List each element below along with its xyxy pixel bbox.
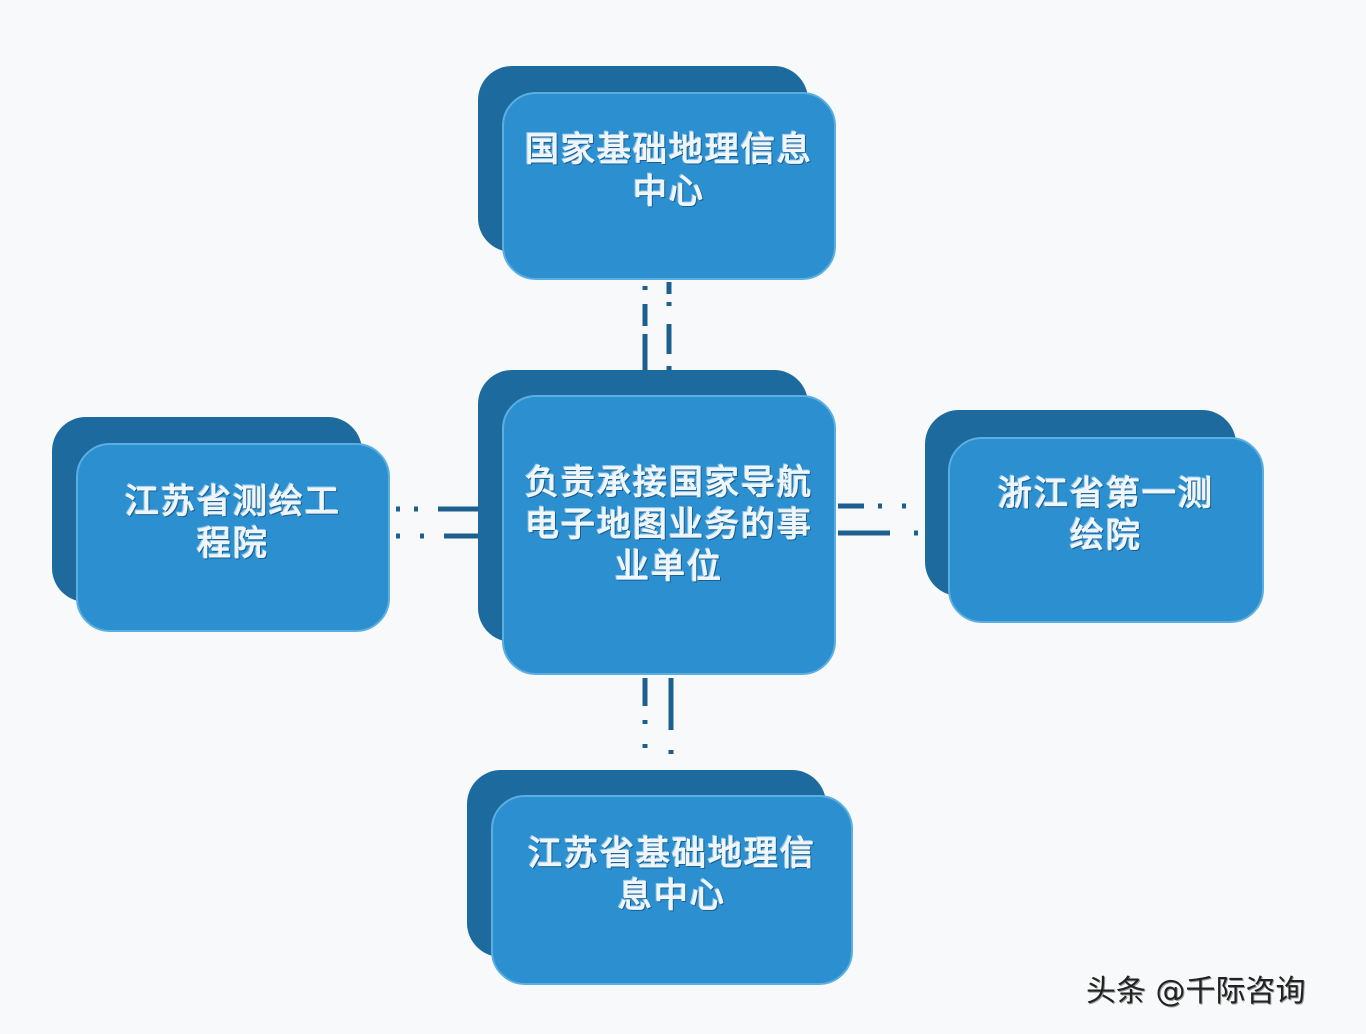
right-node: 浙江省第一测绘院 bbox=[948, 437, 1264, 623]
top-node: 国家基础地理信息中心 bbox=[502, 92, 836, 280]
center-node-label: 负责承接国家导航电子地图业务的事业单位 bbox=[525, 463, 813, 587]
center-node: 负责承接国家导航电子地图业务的事业单位 bbox=[502, 395, 836, 675]
right-node-label: 浙江省第一测绘院 bbox=[998, 474, 1214, 556]
bottom-node-label: 江苏省基础地理信息中心 bbox=[528, 834, 816, 916]
left-node: 江苏省测绘工程院 bbox=[76, 443, 390, 632]
top-node-label: 国家基础地理信息中心 bbox=[525, 130, 813, 212]
bottom-node: 江苏省基础地理信息中心 bbox=[491, 795, 853, 985]
footer-credit: 头条 @千际咨询 bbox=[1086, 974, 1306, 1009]
left-node-label: 江苏省测绘工程院 bbox=[125, 481, 341, 564]
